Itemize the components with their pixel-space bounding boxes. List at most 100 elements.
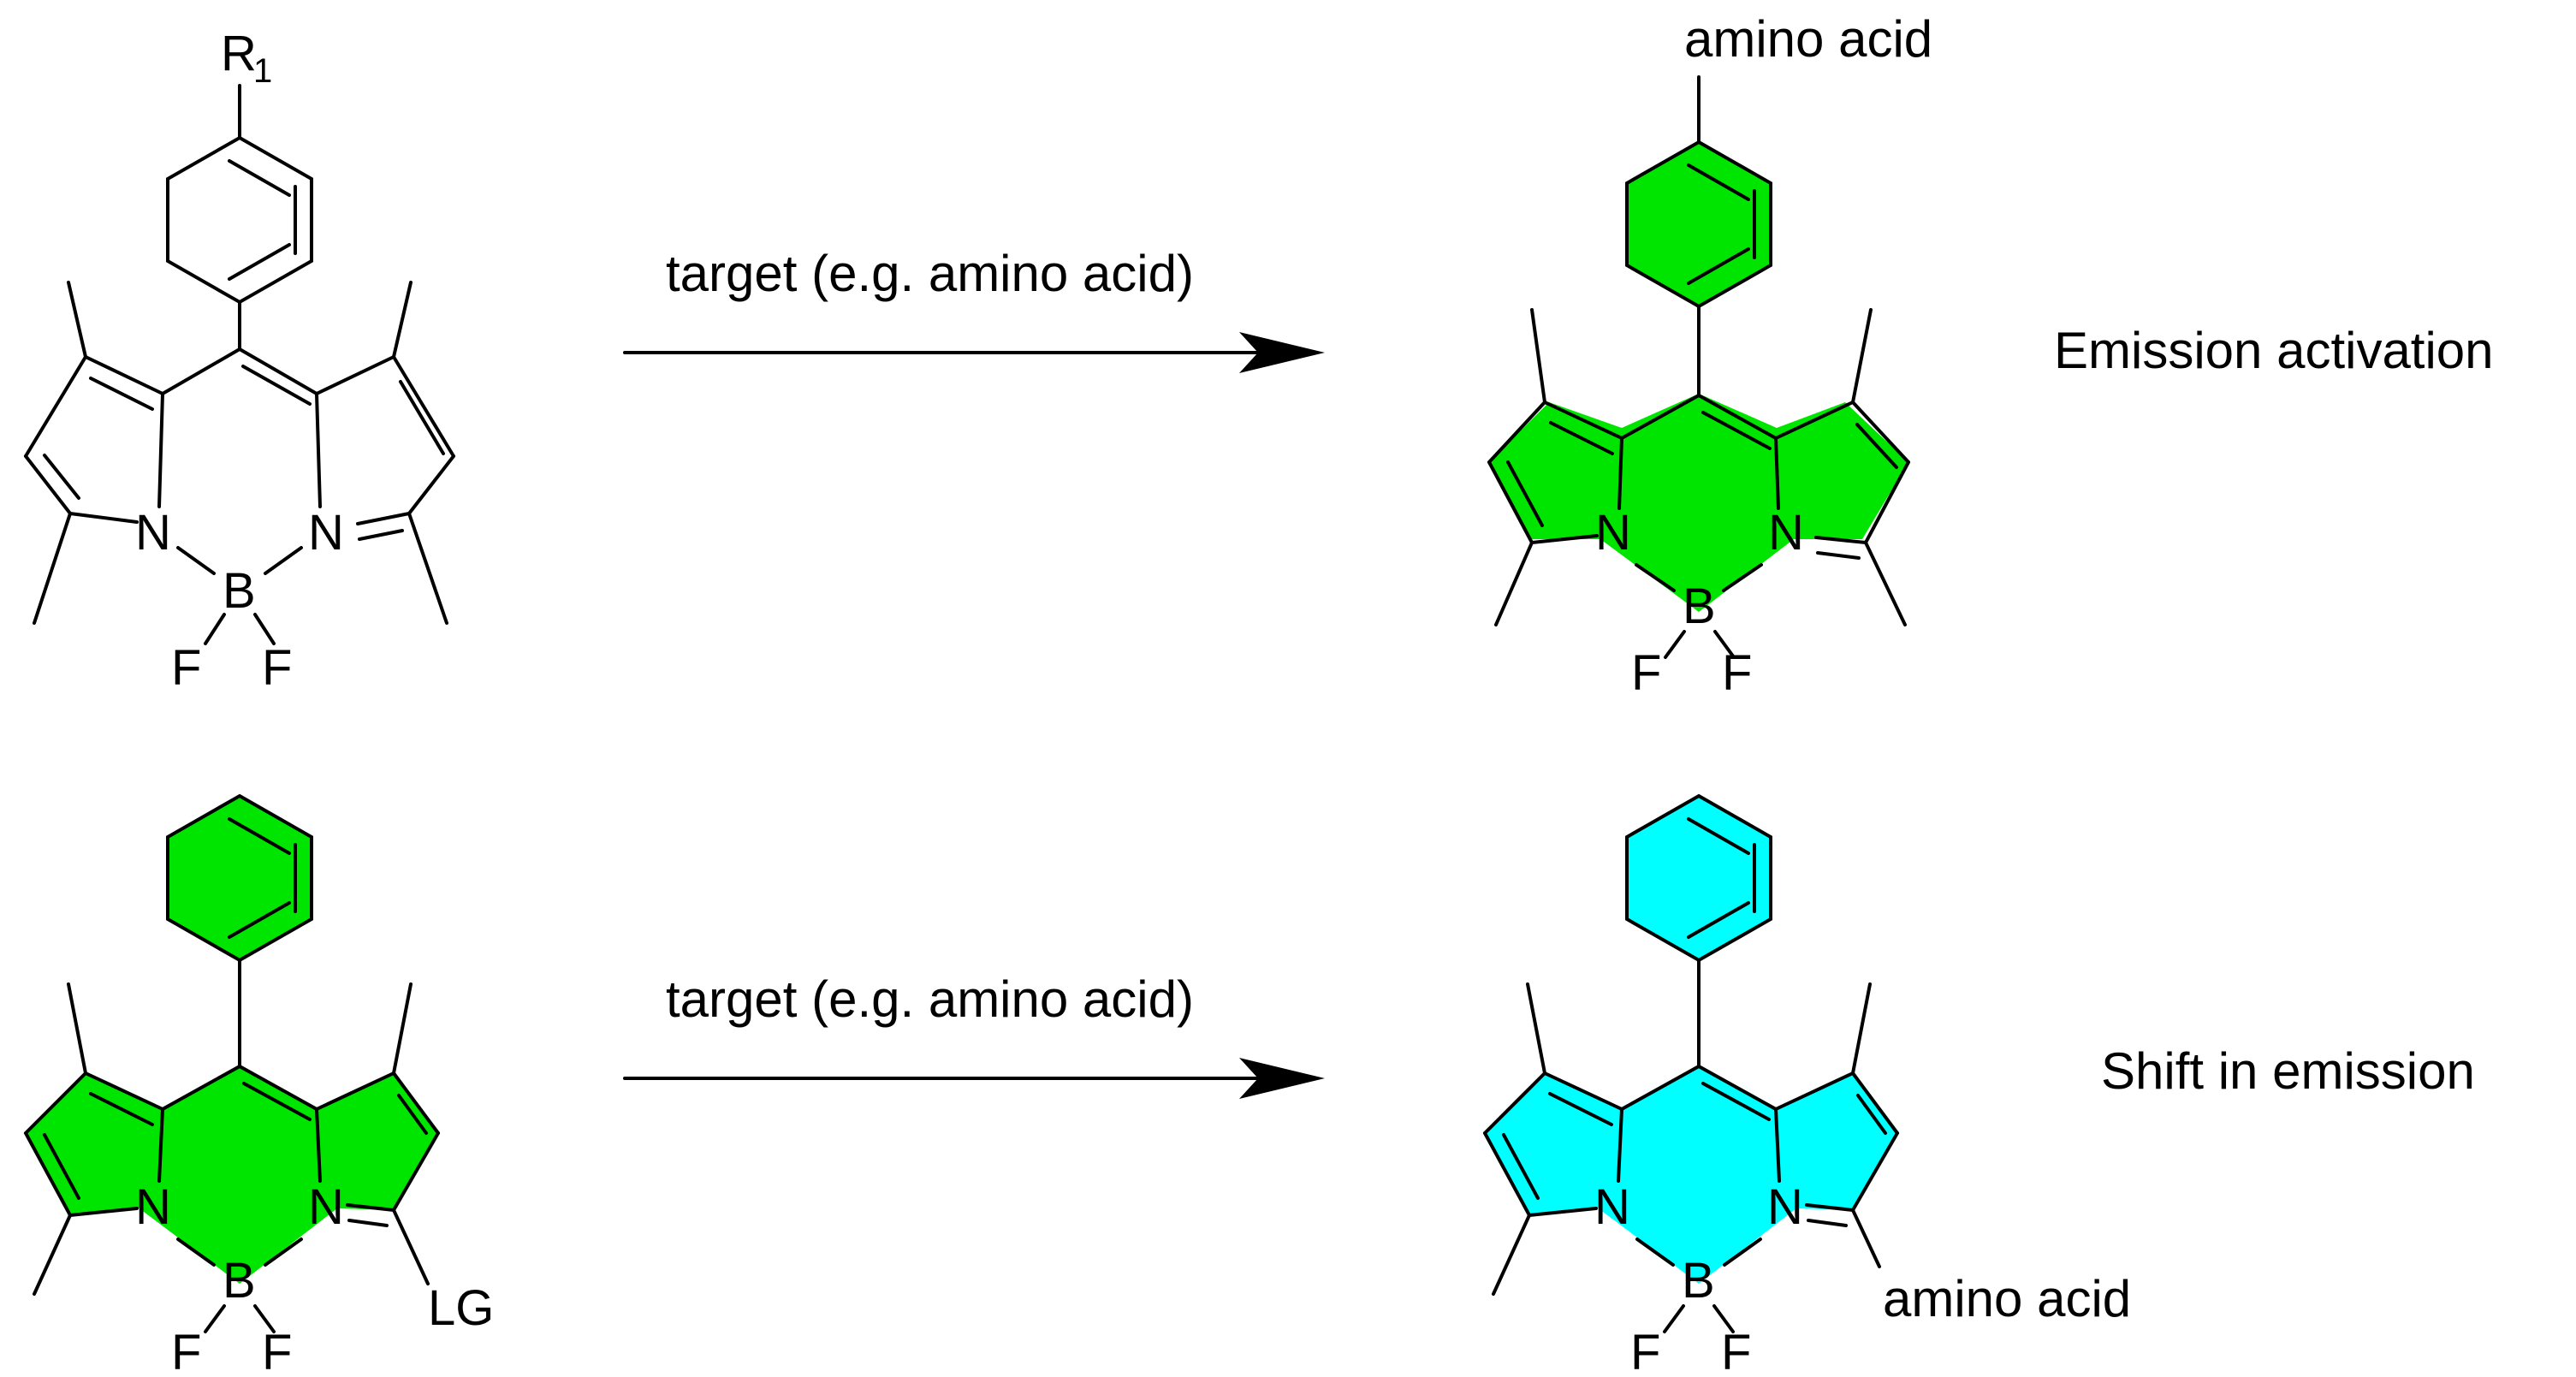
b-n-bond bbox=[264, 1238, 303, 1267]
pyrrole-bond bbox=[1774, 401, 1855, 440]
phenyl-double-bond bbox=[1687, 817, 1750, 855]
pyrrole-bond bbox=[315, 355, 395, 395]
pyrrole-double-bond bbox=[1506, 460, 1544, 527]
nitrogen-atom: N bbox=[308, 1179, 344, 1235]
b-f-bond bbox=[1712, 1304, 1735, 1333]
lg-bond bbox=[392, 1208, 430, 1285]
reactant-1-molecule: R 1 N N B F F bbox=[24, 26, 455, 696]
boron-atom: B bbox=[223, 1253, 256, 1309]
pyrrole-bond bbox=[84, 355, 164, 395]
meso-left-bond bbox=[1620, 1065, 1701, 1111]
pyrrole-double-bond bbox=[1502, 1133, 1540, 1200]
methyl-bond bbox=[392, 281, 413, 359]
reaction-arrow-1: target (e.g. amino acid) bbox=[623, 245, 1325, 373]
pyrrole-bond bbox=[1774, 1071, 1855, 1111]
pyrrole-double-bond bbox=[1855, 423, 1898, 469]
pyrrole-bond bbox=[157, 392, 164, 508]
pyrrole-bond bbox=[1487, 460, 1534, 544]
outcome-label-2: Shift in emission bbox=[2101, 1042, 2475, 1100]
pyrrole-double-bond bbox=[43, 454, 80, 500]
product-2-molecule: N N B F F amino acid bbox=[1483, 793, 2131, 1377]
fluorine-atom: F bbox=[262, 640, 292, 696]
pyrrole-bond bbox=[1864, 460, 1910, 544]
pyrrole-bond bbox=[392, 1131, 440, 1212]
pyrrole-bond bbox=[24, 454, 72, 515]
b-f-bond bbox=[1713, 630, 1736, 659]
phenyl-fill bbox=[1627, 142, 1771, 306]
b-f-bond bbox=[1663, 1304, 1685, 1333]
pyrrole-bond bbox=[1528, 1207, 1598, 1217]
amino-acid-label: amino acid bbox=[1883, 1270, 2131, 1327]
meso-right-bond bbox=[1697, 1065, 1778, 1111]
phenyl-double-bond bbox=[1687, 247, 1750, 285]
r1-subscript: 1 bbox=[253, 52, 272, 90]
pyrrole-bond bbox=[1814, 536, 1867, 544]
pyrrole-bond bbox=[1483, 1071, 1546, 1135]
outcome-label-1: Emission activation bbox=[2054, 322, 2494, 379]
fluorine-atom: F bbox=[171, 1325, 201, 1377]
b-n-bond bbox=[176, 546, 216, 575]
pyrrole-double-bond bbox=[1548, 1092, 1613, 1126]
pyrrole-bond bbox=[1617, 1107, 1623, 1183]
methyl-bond bbox=[1526, 982, 1546, 1075]
arrow-head bbox=[1239, 1058, 1325, 1099]
methyl-bond bbox=[1864, 541, 1907, 626]
meso-double-bond bbox=[242, 1082, 312, 1121]
pyrrole-bond bbox=[157, 1107, 164, 1183]
fluorine-atom: F bbox=[1630, 1325, 1660, 1377]
b-f-bond bbox=[253, 613, 276, 645]
pyrrole-bond bbox=[1487, 401, 1546, 464]
methyl-bond bbox=[392, 982, 413, 1075]
pyrrole-double-bond bbox=[43, 1133, 80, 1200]
nitrogen-atom: N bbox=[1767, 1179, 1803, 1235]
pyrrole-bond bbox=[1617, 436, 1623, 510]
pyrrole-bond bbox=[407, 454, 455, 515]
nitrogen-atom: N bbox=[1768, 505, 1804, 561]
methyl-bond bbox=[67, 281, 87, 359]
pyrrole-bond bbox=[1530, 534, 1599, 544]
methyl-bond bbox=[1492, 1214, 1531, 1296]
phenyl-double-bond bbox=[228, 901, 291, 939]
boron-atom: B bbox=[223, 563, 256, 619]
boron-atom: B bbox=[1682, 1253, 1715, 1309]
meso-right-bond bbox=[1697, 394, 1778, 440]
meso-right-bond bbox=[238, 347, 318, 395]
pyrrole-double-bond bbox=[1856, 1094, 1887, 1135]
phenyl-ring-1 bbox=[166, 135, 313, 305]
b-n-bond bbox=[1635, 563, 1676, 592]
pyrrole-bond bbox=[68, 512, 139, 524]
methyl-bond bbox=[1851, 308, 1873, 404]
boron-atom: B bbox=[1683, 579, 1716, 634]
reagent-label: target (e.g. amino acid) bbox=[666, 970, 1194, 1028]
methyl-bond bbox=[1851, 982, 1872, 1075]
phenyl-double-bond bbox=[228, 159, 291, 197]
pyrrole-bond bbox=[392, 1071, 440, 1135]
pyrrole-double-bond bbox=[89, 1092, 154, 1126]
product-1-molecule: amino acid N N B F F bbox=[1487, 10, 1932, 701]
phenyl-double-bond bbox=[228, 243, 291, 281]
b-n-bond bbox=[1722, 563, 1763, 592]
methyl-bond bbox=[67, 982, 87, 1075]
fluorine-atom: F bbox=[171, 640, 201, 696]
phenyl-fill bbox=[168, 796, 312, 960]
pyrrole-double-bond bbox=[397, 1094, 428, 1135]
leaving-group-label: LG bbox=[428, 1280, 494, 1336]
pyrrole-bond bbox=[315, 1107, 322, 1183]
phenyl-double-bond bbox=[1687, 901, 1750, 939]
nitrogen-atom: N bbox=[135, 1179, 171, 1235]
phenyl-double-bond bbox=[1687, 163, 1750, 201]
substituent-bond bbox=[1851, 1208, 1881, 1268]
methyl-bond bbox=[1494, 541, 1534, 626]
meso-double-bond bbox=[1701, 1082, 1771, 1121]
meso-double-bond bbox=[241, 365, 312, 406]
pyrrole-double-bond bbox=[89, 377, 154, 411]
fluorine-atom: F bbox=[1722, 645, 1752, 701]
pyrrole-bond bbox=[315, 1071, 395, 1111]
phenyl-double-bond bbox=[228, 817, 291, 855]
pyrrole-double-bond bbox=[358, 529, 404, 541]
methyl-bond bbox=[33, 512, 72, 625]
pyrrole-bond bbox=[1851, 1071, 1899, 1135]
pyrrole-bond bbox=[84, 1071, 164, 1111]
pyrrole-double-bond bbox=[347, 1219, 389, 1227]
